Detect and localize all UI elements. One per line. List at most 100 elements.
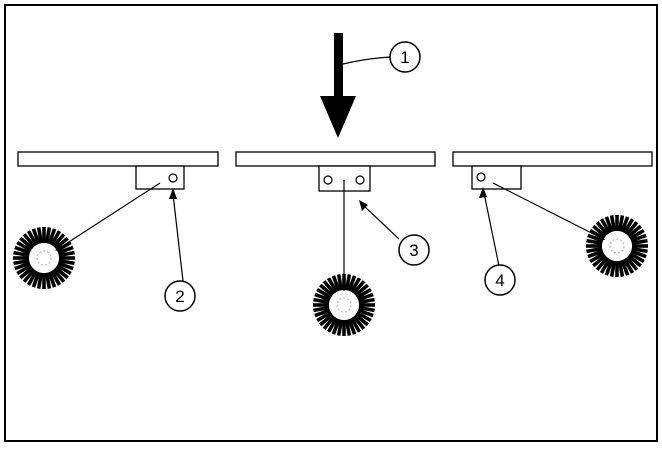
- brush-bristle: [13, 258, 30, 266]
- downward-force-arrow: [320, 33, 356, 138]
- brush-bristle: [357, 292, 374, 302]
- brush-bristle: [627, 224, 642, 238]
- callout-3-label: 3: [409, 241, 418, 260]
- callout-1-label: 1: [400, 48, 409, 67]
- brush-bristle: [630, 249, 647, 259]
- brush-bristle: [352, 280, 366, 295]
- brush-bristle: [344, 319, 352, 336]
- callout-4: 4: [484, 264, 516, 296]
- brush-bristle: [319, 313, 334, 327]
- brush-bristle: [604, 259, 614, 276]
- brush-bristle: [349, 277, 362, 293]
- brush-center-ring: [36, 250, 52, 266]
- brush-bristle: [47, 228, 57, 245]
- brush-bristle: [631, 246, 648, 254]
- brush-bristle: [54, 236, 69, 250]
- brush-bristle: [14, 245, 31, 255]
- brush-bristle: [586, 246, 603, 254]
- leader-2: [169, 188, 184, 282]
- brush-bristle: [49, 230, 62, 246]
- left-plate: [17, 151, 219, 167]
- brush-bristle: [609, 260, 617, 277]
- brush-hub: [30, 244, 58, 272]
- callout-1: 1: [389, 41, 421, 73]
- callout-4-label: 4: [495, 271, 504, 290]
- brush-bristle: [347, 275, 357, 292]
- brush-bristle: [44, 272, 52, 289]
- leader-4: [479, 187, 500, 267]
- brush-bristle: [354, 313, 369, 327]
- brush-center-ring: [609, 238, 625, 254]
- brush-bristle: [622, 258, 635, 274]
- brush-hub: [330, 291, 358, 319]
- brush-bristle: [58, 258, 75, 266]
- diagram-frame: [4, 4, 658, 442]
- brush-bristle: [589, 251, 605, 264]
- brush-bristle: [57, 245, 74, 255]
- brush-bristle: [316, 310, 332, 323]
- brush-bristle: [31, 228, 41, 245]
- brush-bristle: [331, 275, 341, 292]
- brush-bristle: [313, 305, 330, 313]
- brush-hub: [603, 232, 631, 260]
- brush-bristle: [352, 315, 366, 330]
- brush-bristle: [44, 227, 52, 244]
- brush-bristle: [347, 318, 357, 335]
- brush-bristle: [314, 308, 331, 318]
- brush-bristle: [357, 308, 374, 318]
- brush-bristle: [627, 254, 642, 268]
- brush-bristle: [336, 274, 344, 291]
- brush-bristle: [620, 259, 630, 276]
- brush-bristle: [629, 228, 645, 241]
- leader-3: [359, 200, 400, 240]
- brush-bristle: [54, 266, 69, 280]
- left-bracket-hole: [168, 173, 178, 183]
- brush-bristle: [36, 272, 44, 289]
- brush-bristle: [26, 230, 39, 246]
- brush-bristle: [617, 215, 625, 232]
- brush-bristle: [625, 256, 639, 271]
- brush-bristle: [36, 227, 44, 244]
- brush-center-ring: [336, 297, 352, 313]
- brush-bristle: [316, 287, 332, 300]
- right-bracket-hole: [476, 172, 486, 182]
- brush-bristle: [19, 236, 34, 250]
- brush-bristle: [314, 292, 331, 302]
- brush-bristle: [356, 310, 372, 323]
- brush-bristle: [22, 268, 36, 283]
- center-brush: [313, 274, 375, 336]
- right-brush: [586, 215, 648, 277]
- brush-bristle: [16, 263, 32, 276]
- callout-2: 2: [164, 280, 196, 312]
- brush-bristle: [56, 263, 72, 276]
- brush-bristle: [52, 268, 66, 283]
- brush-bristle: [358, 305, 375, 313]
- brush-bristle: [344, 274, 352, 291]
- brush-bristle: [595, 256, 609, 271]
- center-bracket-hole-left: [323, 175, 333, 185]
- brush-bristle: [52, 233, 66, 248]
- brush-bristle: [19, 266, 34, 280]
- callout-2-label: 2: [175, 287, 184, 306]
- brush-bristle: [617, 260, 625, 277]
- brush-bristle: [589, 228, 605, 241]
- brush-bristle: [592, 254, 607, 268]
- brush-bristle: [358, 297, 375, 305]
- brush-bristle: [625, 221, 639, 236]
- left-bracket: [135, 165, 185, 190]
- brush-bristle: [58, 250, 75, 258]
- brush-bristle: [587, 233, 604, 243]
- brush-bristle: [622, 218, 635, 234]
- brush-bristle: [336, 319, 344, 336]
- brush-bristle: [326, 317, 339, 333]
- callout-3: 3: [398, 234, 430, 266]
- right-bracket: [471, 165, 522, 190]
- brush-bristle: [57, 261, 74, 271]
- brush-bristle: [26, 270, 39, 286]
- brush-bristle: [31, 271, 41, 288]
- brush-bristle: [326, 277, 339, 293]
- brush-bristle: [56, 240, 72, 253]
- brush-bristle: [592, 224, 607, 238]
